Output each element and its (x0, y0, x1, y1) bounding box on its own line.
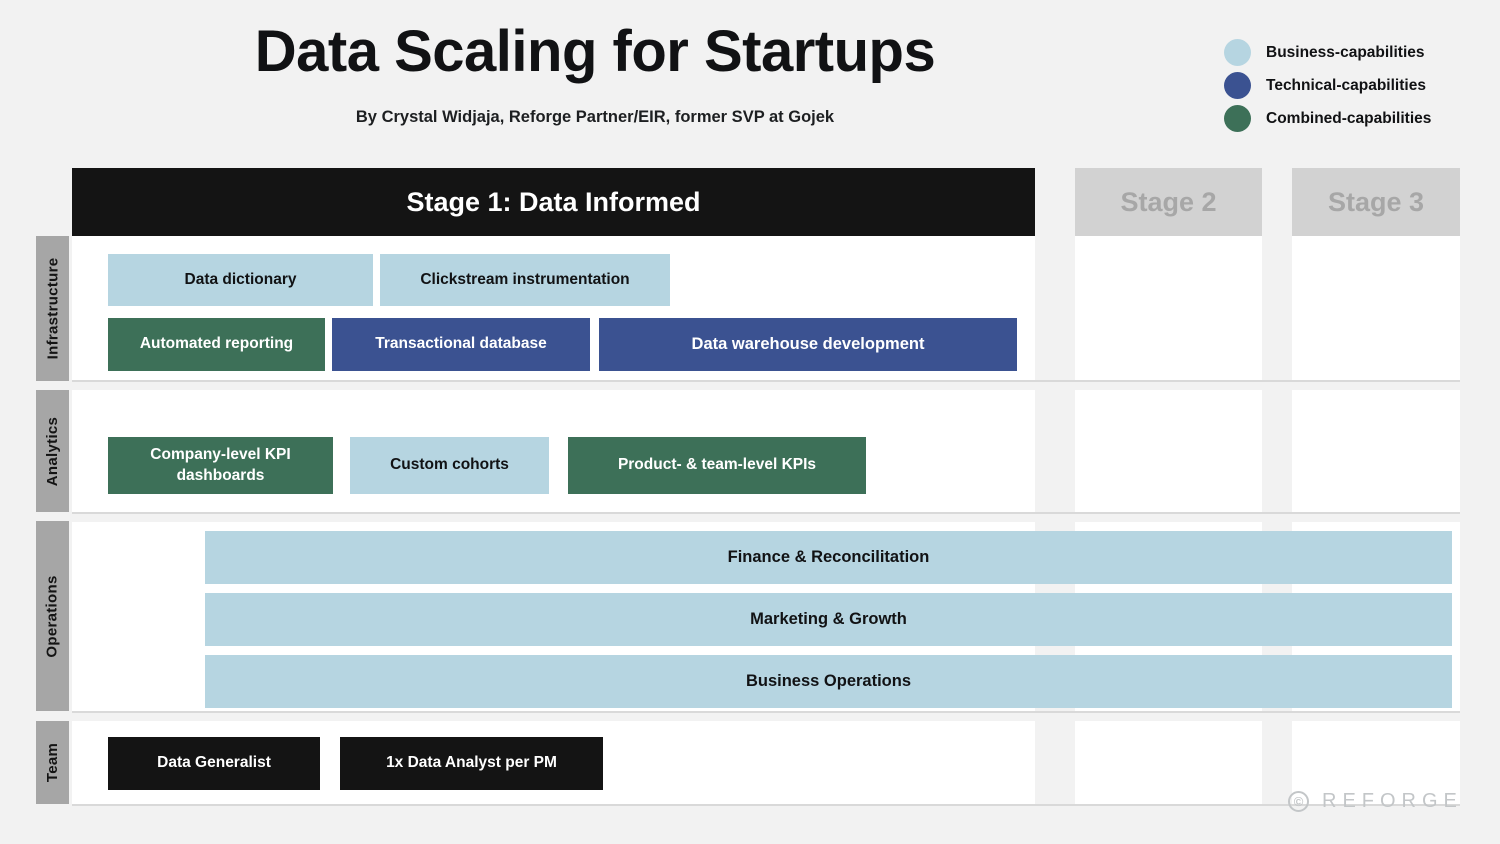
row-label-operations: Operations (36, 521, 69, 711)
legend-item-business: Business-capabilities (1224, 36, 1431, 69)
row-separator-line-3 (72, 711, 1460, 713)
row-separator-line-4 (72, 804, 1460, 806)
row-separator-line-1 (72, 380, 1460, 382)
legend-item-technical: Technical-capabilities (1224, 69, 1431, 102)
stage-matrix: Stage 1: Data Informed Stage 2 Stage 3 I… (0, 168, 1500, 813)
team-role-data-generalist[interactable]: Data Generalist (108, 737, 320, 790)
reforge-logo: © REFORGE (1288, 790, 1463, 813)
legend-label-combined: Combined-capabilities (1266, 109, 1432, 127)
capability-product-team-level-kpis[interactable]: Product- & team-level KPIs (568, 437, 866, 494)
row-label-team: Team (36, 721, 69, 804)
row-label-team-text: Team (44, 742, 61, 783)
capability-clickstream-instrumentation[interactable]: Clickstream instrumentation (380, 254, 670, 306)
stage-header-2[interactable]: Stage 2 (1075, 168, 1262, 236)
stage-column-2: Stage 2 (1075, 168, 1262, 805)
capability-label: Marketing & Growth (750, 610, 907, 629)
capability-business-operations[interactable]: Business Operations (205, 655, 1452, 708)
row-label-analytics: Analytics (36, 390, 69, 512)
capability-company-level-kpi-dashboards[interactable]: Company-level KPI dashboards (108, 437, 333, 494)
legend-label-technical: Technical-capabilities (1266, 76, 1426, 94)
capability-data-dictionary[interactable]: Data dictionary (108, 254, 373, 306)
team-role-label: 1x Data Analyst per PM (386, 754, 557, 772)
capability-custom-cohorts[interactable]: Custom cohorts (350, 437, 549, 494)
legend-item-combined: Combined-capabilities (1224, 102, 1431, 135)
legend-swatch-technical-icon (1224, 72, 1251, 99)
capability-automated-reporting[interactable]: Automated reporting (108, 318, 325, 371)
legend-label-business: Business-capabilities (1266, 43, 1425, 61)
row-separator-1 (72, 381, 1460, 390)
legend: Business-capabilities Technical-capabili… (1224, 36, 1431, 135)
row-separator-3 (72, 712, 1460, 721)
team-role-data-analyst-per-pm[interactable]: 1x Data Analyst per PM (340, 737, 603, 790)
legend-swatch-business-icon (1224, 39, 1251, 66)
capability-label: Data dictionary (184, 270, 297, 288)
stage-header-3[interactable]: Stage 3 (1292, 168, 1460, 236)
row-label-infrastructure-text: Infrastructure (44, 257, 62, 360)
capability-label: Custom cohorts (390, 456, 509, 474)
stage-header-3-label: Stage 3 (1327, 186, 1425, 217)
stage-header-2-label: Stage 2 (1120, 186, 1217, 217)
row-label-infrastructure: Infrastructure (36, 236, 69, 381)
stage-header-1-label: Stage 1: Data Informed (406, 186, 701, 217)
capability-label: Automated reporting (139, 335, 294, 353)
capability-transactional-database[interactable]: Transactional database (332, 318, 590, 371)
row-separator-2 (72, 513, 1460, 522)
capability-label: Transactional database (375, 335, 547, 353)
page-subtitle: By Crystal Widjaja, Reforge Partner/EIR,… (355, 108, 835, 126)
capability-label: Business Operations (745, 672, 912, 691)
capability-label: Company-level KPI dashboards (150, 445, 291, 484)
capability-label: Clickstream instrumentation (420, 270, 630, 288)
page-title: Data Scaling for Startups (254, 19, 936, 84)
row-label-analytics-text: Analytics (44, 416, 61, 486)
stage-column-3: Stage 3 (1292, 168, 1460, 805)
row-separator-line-2 (72, 512, 1460, 514)
capability-marketing-and-growth[interactable]: Marketing & Growth (205, 593, 1452, 646)
team-role-label: Data Generalist (157, 754, 271, 772)
capability-data-warehouse-development[interactable]: Data warehouse development (599, 318, 1017, 371)
stage-header-1[interactable]: Stage 1: Data Informed (72, 168, 1035, 236)
copyright-icon: © (1288, 791, 1309, 812)
capability-finance-and-reconcilitation[interactable]: Finance & Reconcilitation (205, 531, 1452, 584)
row-label-operations-text: Operations (44, 574, 61, 658)
reforge-brand-text: REFORGE (1322, 790, 1463, 812)
capability-label: Product- & team-level KPIs (617, 456, 817, 474)
capability-label: Finance & Reconcilitation (727, 548, 930, 567)
capability-label: Data warehouse development (691, 335, 925, 354)
legend-swatch-combined-icon (1224, 105, 1251, 132)
